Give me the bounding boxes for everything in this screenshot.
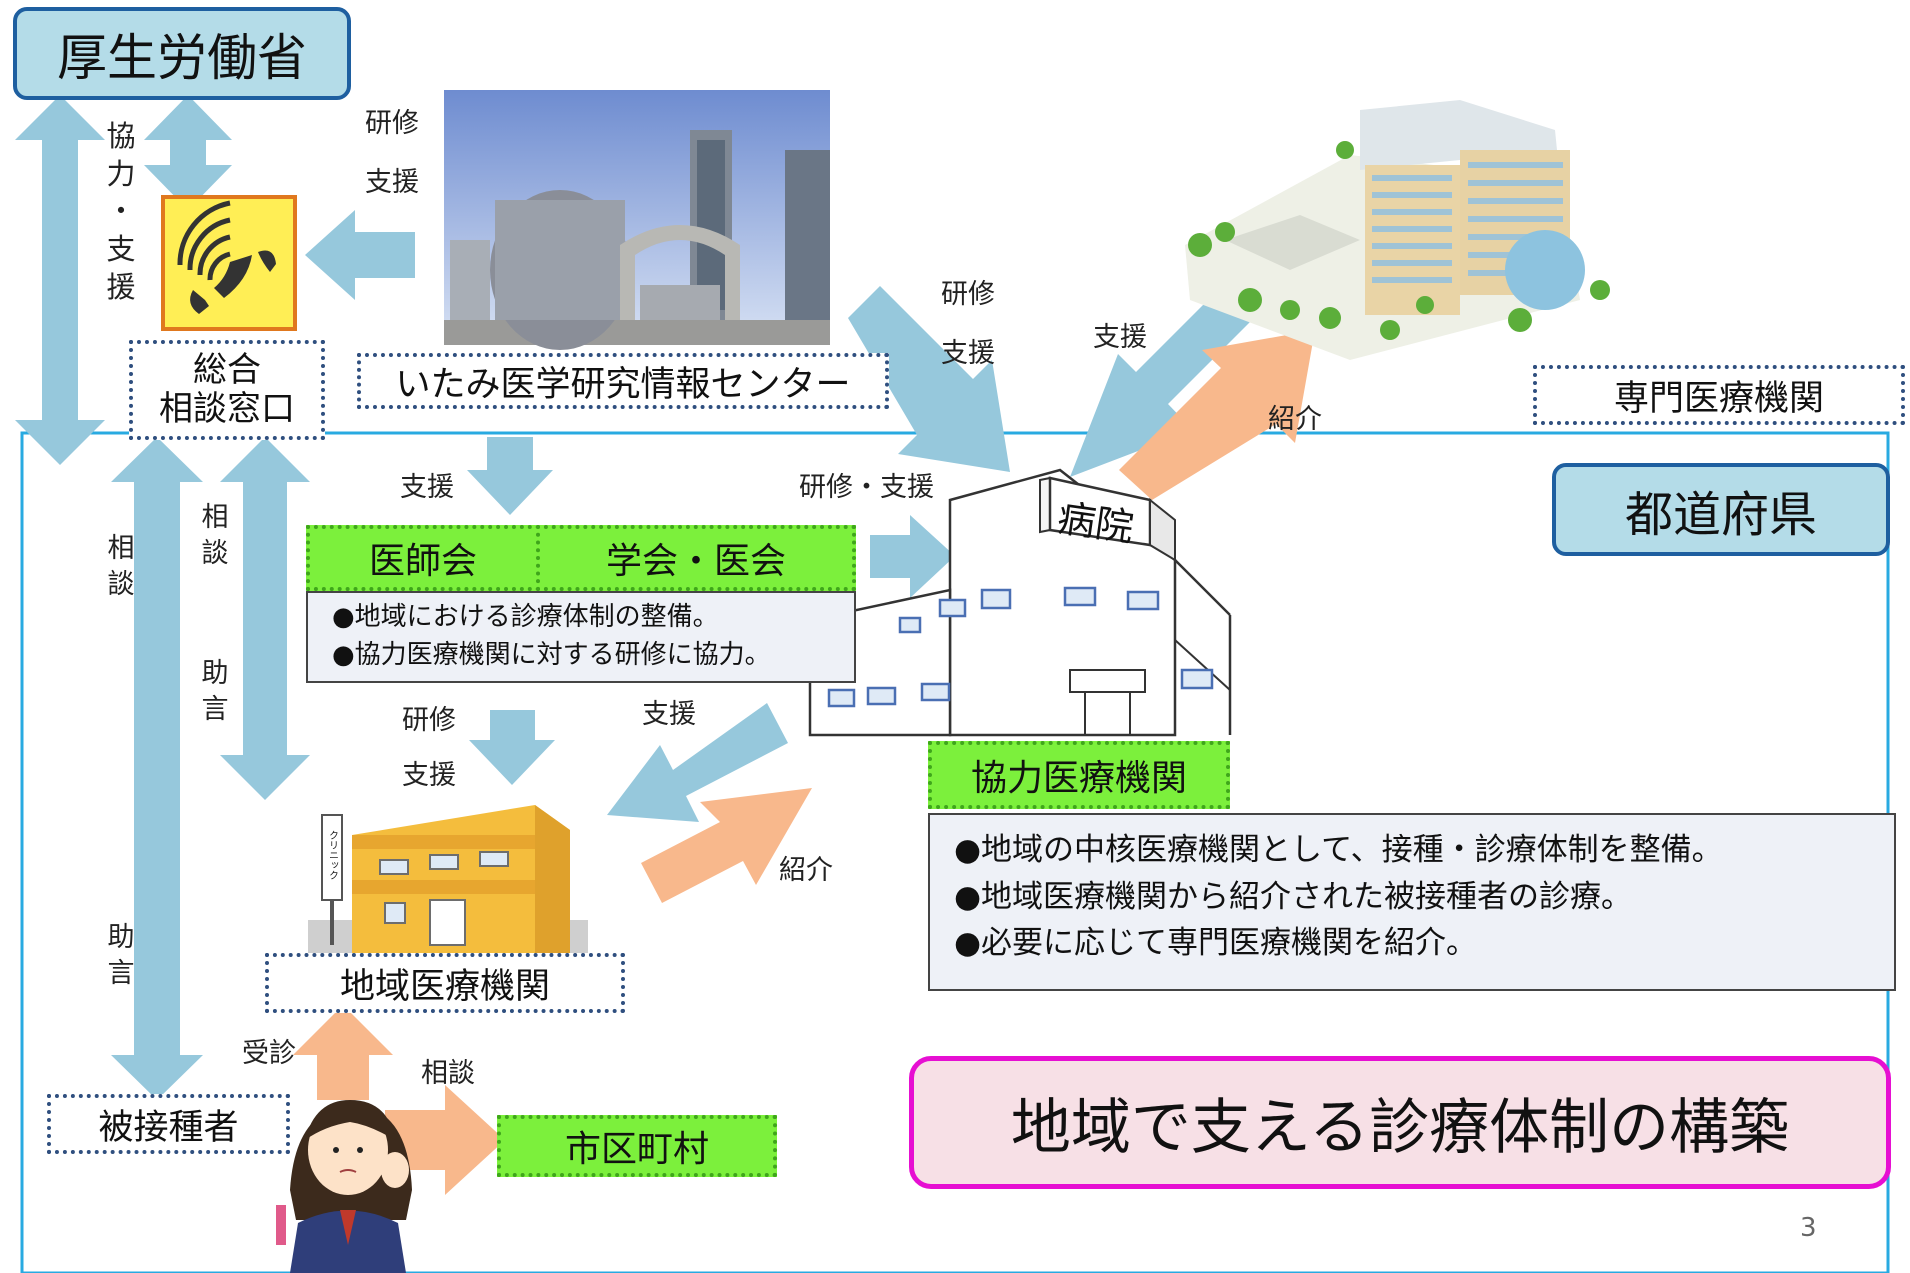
arrow-window-clinic bbox=[220, 437, 310, 800]
association-note-2: ●協力医療機関に対する研修に協力。 bbox=[332, 639, 771, 670]
specialist-label: 専門医療機関 bbox=[1613, 378, 1824, 419]
label-advice-inner: 助 言 bbox=[201, 658, 229, 726]
cooperating-institution-box: 協力医療機関 bbox=[928, 741, 1230, 809]
vaccinee-label: 被接種者 bbox=[98, 1107, 239, 1148]
label-clinic-support: 支援 bbox=[402, 760, 456, 791]
clinic-icon: クリニック bbox=[308, 805, 588, 955]
arrow-center-associations bbox=[467, 437, 553, 515]
consultation-window-label-2: 相談窓口 bbox=[159, 389, 295, 429]
research-building-image bbox=[444, 90, 830, 350]
association-note-1: ●地域における診療体制の整備。 bbox=[332, 602, 719, 632]
main-title-box: 地域で支える診療体制の構築 bbox=[909, 1056, 1891, 1189]
medical-association-label: 医師会 bbox=[368, 541, 477, 582]
label-support-clinic: 支援 bbox=[642, 699, 696, 730]
consultation-window-label-1: 総合 bbox=[193, 349, 261, 390]
page-number: 3 bbox=[1800, 1213, 1817, 1243]
municipality-label: 市区町村 bbox=[564, 1129, 709, 1170]
ministry-label: 厚生労働省 bbox=[57, 28, 307, 87]
consultation-window-box: 総合 相談窓口 bbox=[129, 340, 325, 440]
phone-icon bbox=[161, 195, 297, 331]
main-title-label: 地域で支える診療体制の構築 bbox=[1010, 1093, 1790, 1163]
association-notes-box: ●地域における診療体制の整備。 ●協力医療機関に対する研修に協力。 bbox=[306, 591, 856, 683]
academic-society-box: 学会・医会 bbox=[536, 525, 856, 591]
municipality-box: 市区町村 bbox=[497, 1115, 777, 1177]
arrow-vaccinee-municipality bbox=[385, 1085, 505, 1195]
label-advice-left: 助 言 bbox=[107, 922, 135, 990]
academic-society-label: 学会・医会 bbox=[605, 541, 786, 582]
ministry-box: 厚生労働省 bbox=[13, 7, 351, 100]
label-hospital-training: 研修 bbox=[941, 279, 995, 310]
hospital-sign-label: 病院 bbox=[1054, 495, 1137, 551]
arrow-hospital-specialist bbox=[1119, 330, 1315, 500]
label-consult-inner: 相 談 bbox=[201, 502, 229, 570]
label-referral-top: 紹介 bbox=[1268, 404, 1322, 435]
label-consult-left: 相 談 bbox=[107, 533, 135, 601]
label-training-support: 研修・支援 bbox=[799, 472, 934, 503]
medical-association-box: 医師会 bbox=[306, 525, 540, 591]
cooperating-note-3: ●必要に応じて専門医療機関を紹介。 bbox=[954, 925, 1478, 961]
arrow-vaccinee-window bbox=[111, 437, 203, 1100]
cooperating-institution-label: 協力医療機関 bbox=[970, 758, 1187, 799]
arrow-vaccinee-clinic bbox=[293, 1005, 393, 1100]
vaccinee-box: 被接種者 bbox=[47, 1094, 290, 1154]
research-center-label: いたみ医学研究情報センター bbox=[395, 364, 851, 405]
specialist-box: 専門医療機関 bbox=[1533, 365, 1905, 425]
cooperating-note-2: ●地域医療機関から紹介された被接種者の診療。 bbox=[954, 878, 1633, 915]
hospital-sign: 病院 bbox=[1055, 487, 1138, 552]
clinic-sign-text: クリニック bbox=[327, 830, 338, 880]
arrow-assoc-hospital bbox=[870, 515, 955, 598]
label-clinic-training: 研修 bbox=[402, 705, 456, 736]
arrow-hospital-clinic bbox=[607, 703, 788, 822]
arrow-training-clinic bbox=[469, 710, 555, 785]
label-support-assoc: 支援 bbox=[400, 472, 454, 503]
label-consult-muni: 相談 bbox=[421, 1058, 475, 1089]
arrow-ministry-window bbox=[144, 95, 232, 210]
label-visit: 受診 bbox=[242, 1038, 296, 1069]
specialist-hospital-image bbox=[1185, 100, 1610, 360]
arrow-clinic-hospital bbox=[641, 788, 812, 903]
label-specialist-support: 支援 bbox=[1093, 322, 1147, 353]
cooperating-note-1: ●地域の中核医療機関として、接種・診療体制を整備。 bbox=[954, 832, 1723, 868]
arrow-center-window bbox=[305, 210, 415, 300]
label-cooperation-support: 協 力 ・ 支 援 bbox=[106, 119, 136, 304]
label-referral-clinic: 紹介 bbox=[779, 855, 833, 886]
vaccinee-person-icon bbox=[276, 1100, 412, 1273]
research-center-box: いたみ医学研究情報センター bbox=[357, 353, 889, 409]
prefecture-label: 都道府県 bbox=[1624, 486, 1817, 543]
label-center-support: 支援 bbox=[365, 167, 419, 198]
label-hospital-support: 支援 bbox=[941, 338, 995, 369]
local-institution-label: 地域医療機関 bbox=[339, 966, 550, 1007]
label-center-training: 研修 bbox=[365, 108, 419, 139]
prefecture-box: 都道府県 bbox=[1552, 463, 1890, 556]
cooperating-notes-box: ●地域の中核医療機関として、接種・診療体制を整備。 ●地域医療機関から紹介された… bbox=[928, 813, 1896, 991]
arrow-ministry-prefecture bbox=[15, 95, 105, 465]
hospital-icon bbox=[808, 468, 1232, 737]
arrow-specialist-hospital bbox=[1070, 287, 1253, 477]
arrow-center-hospital bbox=[848, 286, 1010, 472]
local-institution-box: 地域医療機関 bbox=[265, 953, 625, 1013]
